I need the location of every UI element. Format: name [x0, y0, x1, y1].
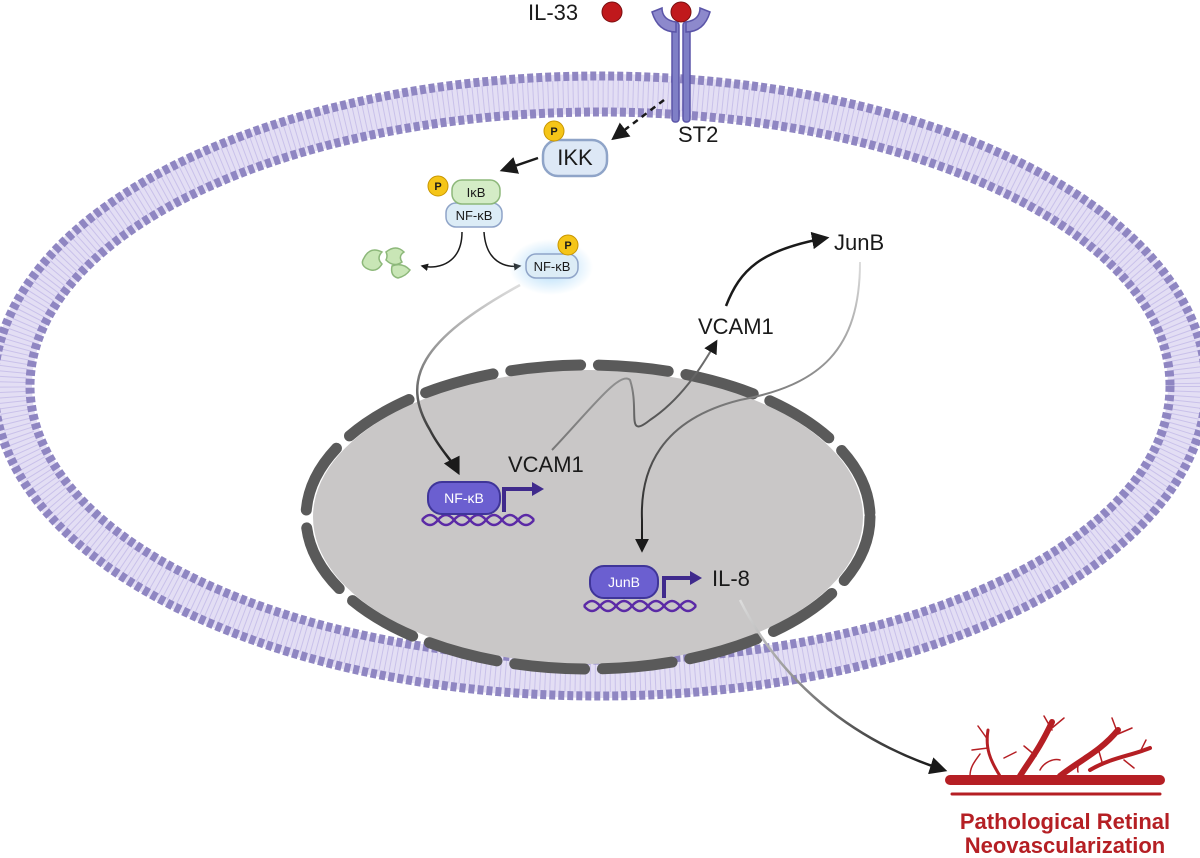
outcome-line-1: Pathological Retinal: [960, 809, 1170, 834]
nfkb-bound-box: [427, 481, 501, 515]
dna-helix-il8: [583, 599, 697, 613]
vcam1-protein-label: VCAM1: [698, 314, 774, 339]
ikb-nfkb-complex: NF-κB IκB: [445, 179, 503, 228]
nfkb-nuclear-label: NF-κB: [444, 490, 484, 506]
svg-text:P: P: [434, 181, 441, 193]
il33-ligand-free-icon: [601, 1, 623, 23]
junb-nuclear-label: JunB: [608, 574, 640, 590]
vcam1-gene-locus: NF-κB: [421, 481, 544, 527]
nucleus: [300, 359, 876, 675]
phospho-badge-ikb: P: [427, 175, 449, 197]
svg-text:P: P: [564, 240, 571, 252]
translocation-arrow-junb: [635, 261, 861, 553]
ikk-complex: IKK: [541, 138, 609, 178]
ikb-label: IκB: [467, 185, 486, 200]
nfkb-complex-label: NF-κB: [456, 208, 493, 223]
translocation-arrow-nfkb: [415, 283, 521, 476]
proteasome-fragments-icon: [361, 247, 411, 279]
cell-membrane: [0, 71, 1200, 701]
nfkb-active: NF-κB: [509, 239, 593, 295]
il8-gene-label: IL-8: [712, 566, 750, 591]
export-arrow-vcam1: [551, 339, 718, 451]
dna-helix-vcam1: [421, 513, 535, 527]
junb-protein-label: JunB: [834, 230, 884, 255]
phospho-badge-nfkb: P: [557, 234, 579, 256]
activation-arrow-vcam1-junb: [724, 231, 830, 307]
st2-label: ST2: [678, 122, 718, 147]
phospho-badge-ikk: P: [543, 120, 565, 142]
degradation-arrow: [420, 231, 463, 271]
ikk-label: IKK: [557, 145, 593, 170]
junb-bound-box: [589, 565, 659, 599]
st2-receptor-icon: [651, 6, 711, 123]
il33-ligand-icon: [670, 1, 692, 23]
vcam1-gene-label: VCAM1: [508, 452, 584, 477]
activation-arrow-ikk-ikb: [499, 156, 539, 174]
retinal-vessel-icon: [945, 715, 1165, 796]
il33-label: IL-33: [528, 0, 578, 25]
il8-gene-locus: JunB: [583, 565, 702, 613]
svg-text:P: P: [550, 126, 557, 138]
transcription-start-vcam1: [502, 487, 532, 512]
outcome-line-2: Neovascularization: [965, 833, 1166, 858]
nfkb-active-label: NF-κB: [534, 259, 571, 274]
transcription-start-il8: [662, 576, 690, 598]
secretion-arrow-il8: [738, 599, 948, 775]
